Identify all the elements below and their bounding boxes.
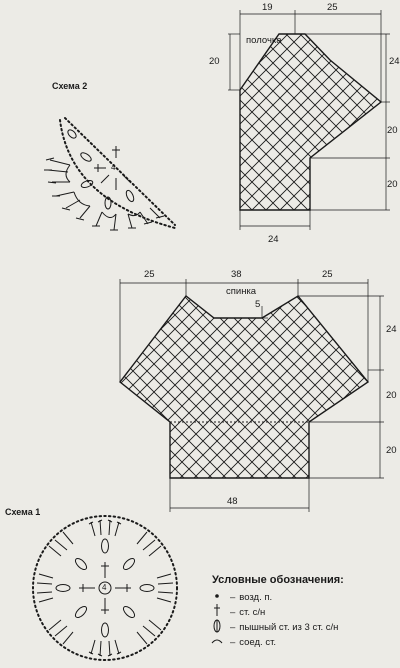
front-dim-left: 20	[209, 56, 220, 67]
legend-title: Условные обозначения:	[212, 574, 344, 586]
scheme-2-diagram	[44, 117, 176, 231]
back-dim-neck: 5	[255, 299, 261, 310]
back-dim-right-bottom: 20	[386, 445, 397, 456]
legend-item-label: соед. ст.	[239, 637, 277, 648]
front-dim-bottom: 24	[268, 234, 279, 245]
back-dim-right-top: 24	[386, 324, 397, 335]
scheme-1-diagram	[32, 515, 178, 661]
scheme-2-center-label: 4	[111, 163, 116, 172]
front-piece-title: полочка	[246, 35, 282, 46]
legend-item-double-crochet: – ст. с/н	[230, 607, 266, 618]
scheme-1-title: Схема 1	[5, 507, 41, 517]
back-piece	[119, 295, 370, 479]
front-dim-top-right: 25	[327, 2, 338, 13]
back-dim-top-right: 25	[322, 269, 333, 280]
legend-symbols	[211, 594, 223, 644]
back-dim-top-mid: 38	[231, 269, 242, 280]
front-dimension-lines	[228, 10, 390, 230]
legend-item-puff-stitch: – пышный ст. из 3 ст. с/н	[230, 622, 339, 633]
back-dim-bottom: 48	[227, 496, 238, 507]
scheme-2-title: Схема 2	[52, 81, 88, 91]
back-piece-title: спинка	[226, 286, 257, 297]
legend-item-label: ст. с/н	[239, 607, 266, 618]
legend-item-slip-stitch: – соед. ст.	[230, 637, 277, 648]
back-dim-right-mid: 20	[386, 390, 397, 401]
legend-item-label: пышный ст. из 3 ст. с/н	[239, 622, 339, 633]
front-piece	[239, 33, 383, 211]
legend-item-chain: – возд. п.	[230, 592, 273, 603]
front-dim-right-mid: 20	[387, 125, 398, 136]
legend-item-label: возд. п.	[239, 592, 273, 603]
back-dimension-lines	[119, 279, 384, 512]
scheme-1-center-label: 4	[102, 583, 107, 592]
front-dim-top-left: 19	[262, 2, 273, 13]
legend: Условные обозначения: – возд. п. – ст. с…	[212, 574, 397, 650]
front-dim-right-top: 24	[389, 56, 400, 67]
back-dim-top-left: 25	[144, 269, 155, 280]
front-dim-right-bottom: 20	[387, 179, 398, 190]
